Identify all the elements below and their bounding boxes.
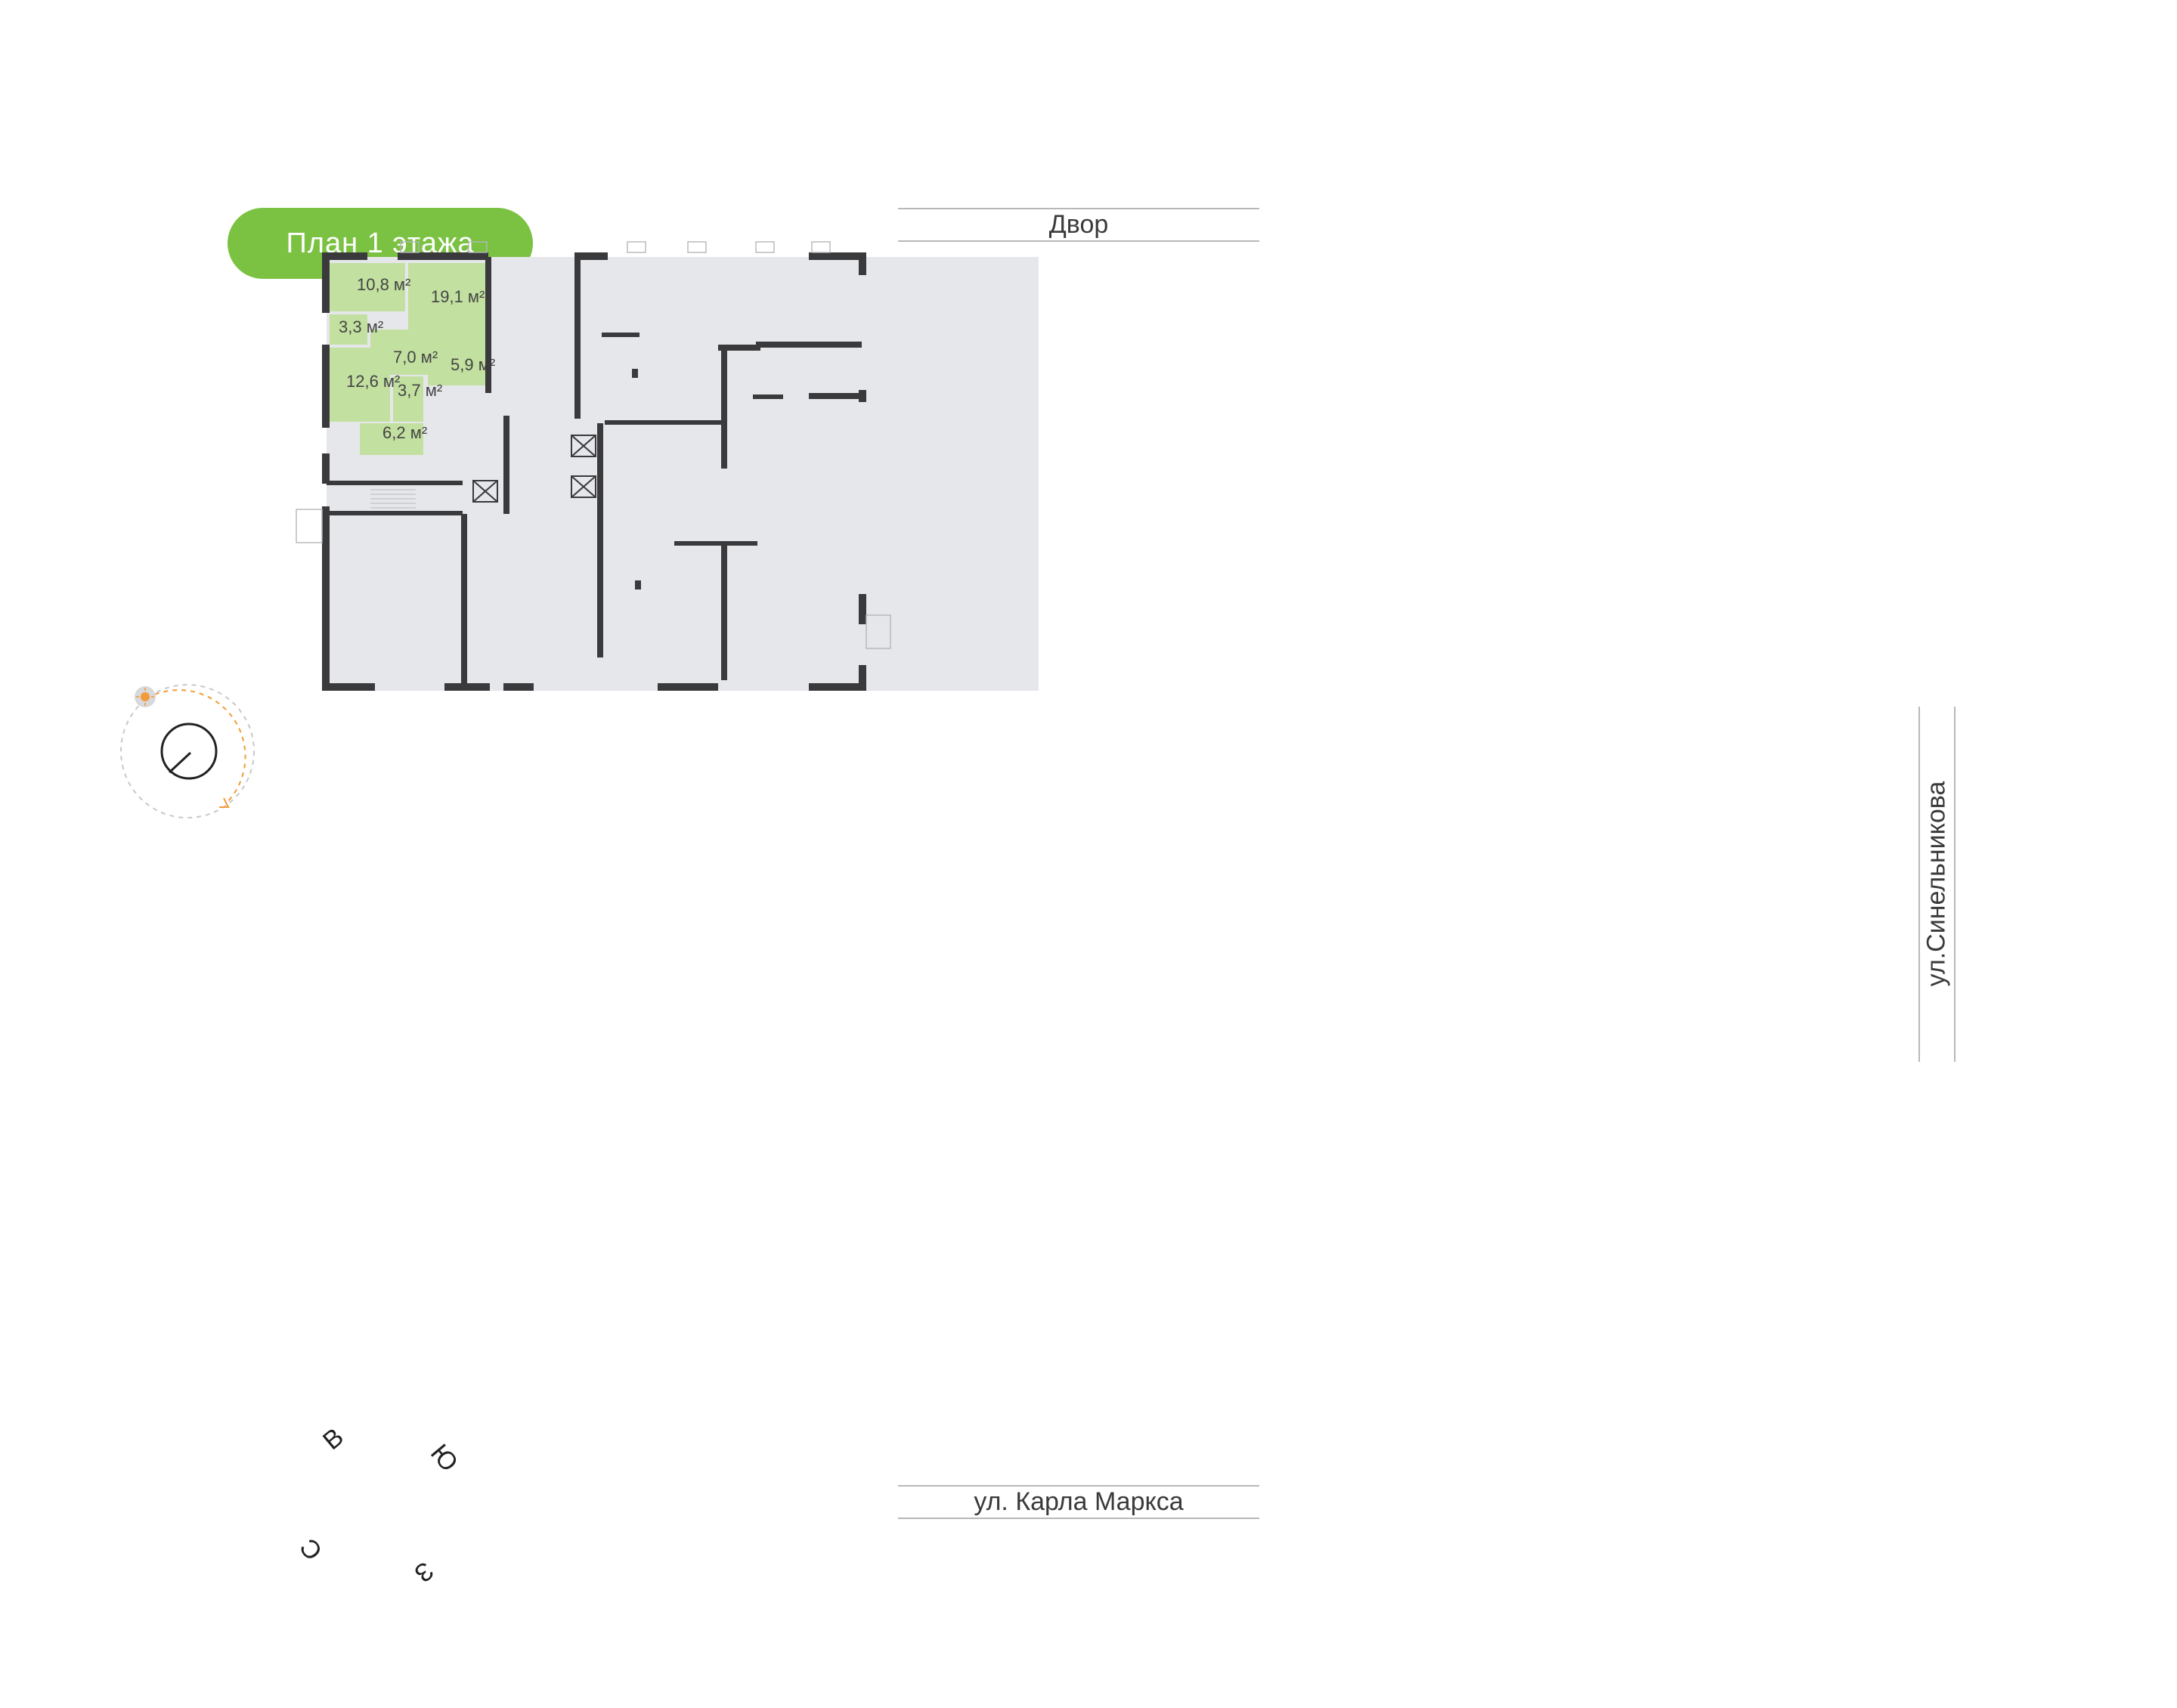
wall-horiz-1	[327, 511, 463, 515]
wall-core-8	[721, 544, 727, 680]
wall-bottom-right2	[809, 683, 866, 691]
wall-horiz-6	[718, 345, 760, 351]
wall-right-bottom	[859, 665, 866, 691]
wall-horiz-4	[756, 342, 862, 348]
window-top-4	[687, 241, 707, 253]
wall-bottom-right	[658, 683, 718, 691]
wall-right-lower	[859, 594, 866, 624]
wall-left-lower	[322, 453, 330, 484]
street-label-bottom: ул. Карла Маркса	[974, 1487, 1184, 1516]
room-label-a: 10,8 м²	[357, 275, 410, 294]
windows	[296, 241, 891, 649]
wall-bottom-left	[322, 683, 375, 691]
right-street-line-right	[1954, 707, 1956, 1062]
apt-room-h[interactable]	[360, 423, 423, 455]
wall-core-6	[597, 514, 603, 658]
building-floor	[327, 257, 863, 691]
wall-horiz-3	[605, 420, 726, 425]
window-top-6	[811, 241, 831, 253]
apt-room-c[interactable]	[330, 314, 367, 345]
elevators	[472, 435, 596, 503]
wall-right-mid	[859, 390, 866, 402]
column-4	[753, 395, 783, 399]
elevator-3	[472, 480, 498, 503]
wall-top-right2	[574, 252, 608, 260]
top-street-line-upper	[898, 208, 1259, 209]
stairs-lower	[370, 489, 416, 509]
bottom-street-line-lower	[898, 1518, 1259, 1519]
wall-left-mid	[322, 345, 330, 428]
wall-core-4	[597, 423, 603, 514]
balcony-right	[866, 614, 891, 649]
wall-top-right	[809, 252, 866, 260]
wall-top-left	[322, 252, 367, 260]
wall-core-5	[461, 514, 467, 688]
wall-core-7	[721, 348, 727, 469]
top-street-line-lower	[898, 240, 1259, 242]
room-label-g: 3,7 м²	[398, 381, 442, 400]
apt-room-g[interactable]	[393, 376, 423, 422]
columns	[602, 333, 783, 589]
balcony-left	[296, 509, 323, 543]
wall-core-3	[503, 416, 509, 514]
elevator-1	[571, 435, 596, 457]
column-2	[632, 369, 638, 378]
wall-left-upper	[322, 252, 330, 313]
window-top-5	[755, 241, 775, 253]
wall-horiz-7	[809, 393, 862, 399]
window-top-3	[627, 241, 646, 253]
column-3	[635, 580, 641, 589]
elevator-2	[571, 475, 596, 498]
room-label-f: 12,6 м²	[346, 372, 400, 391]
walls	[322, 252, 866, 691]
wall-left-bottom	[322, 506, 330, 688]
wall-bottom-mid2	[503, 683, 534, 691]
street-label-top: Двор	[1048, 210, 1109, 239]
highlighted-apartment[interactable]	[330, 263, 485, 455]
room-label-d: 7,0 м²	[393, 348, 438, 367]
room-labels: 10,8 м² 19,1 м² 3,3 м² 7,0 м² 5,9 м² 12,…	[339, 275, 495, 442]
right-street-line-left	[1918, 707, 1920, 1062]
wall-core-2	[574, 257, 581, 419]
apt-room-a[interactable]	[330, 263, 405, 311]
wall-horiz-5	[674, 541, 757, 546]
building-floor-right	[863, 257, 1039, 691]
apt-room-f[interactable]	[330, 348, 390, 422]
wall-right-upper	[859, 252, 866, 275]
room-label-h: 6,2 м²	[382, 423, 427, 442]
column-1	[602, 333, 639, 337]
wall-core-1	[485, 257, 491, 393]
room-label-b: 19,1 м²	[431, 287, 485, 306]
room-label-c: 3,3 м²	[339, 317, 383, 336]
wall-horiz-2	[327, 481, 463, 485]
apt-room-e[interactable]	[428, 336, 485, 385]
window-top-1	[400, 241, 420, 253]
window-top-2	[468, 241, 488, 253]
wall-top-mid	[398, 252, 488, 260]
bottom-street-line-upper	[898, 1485, 1259, 1487]
